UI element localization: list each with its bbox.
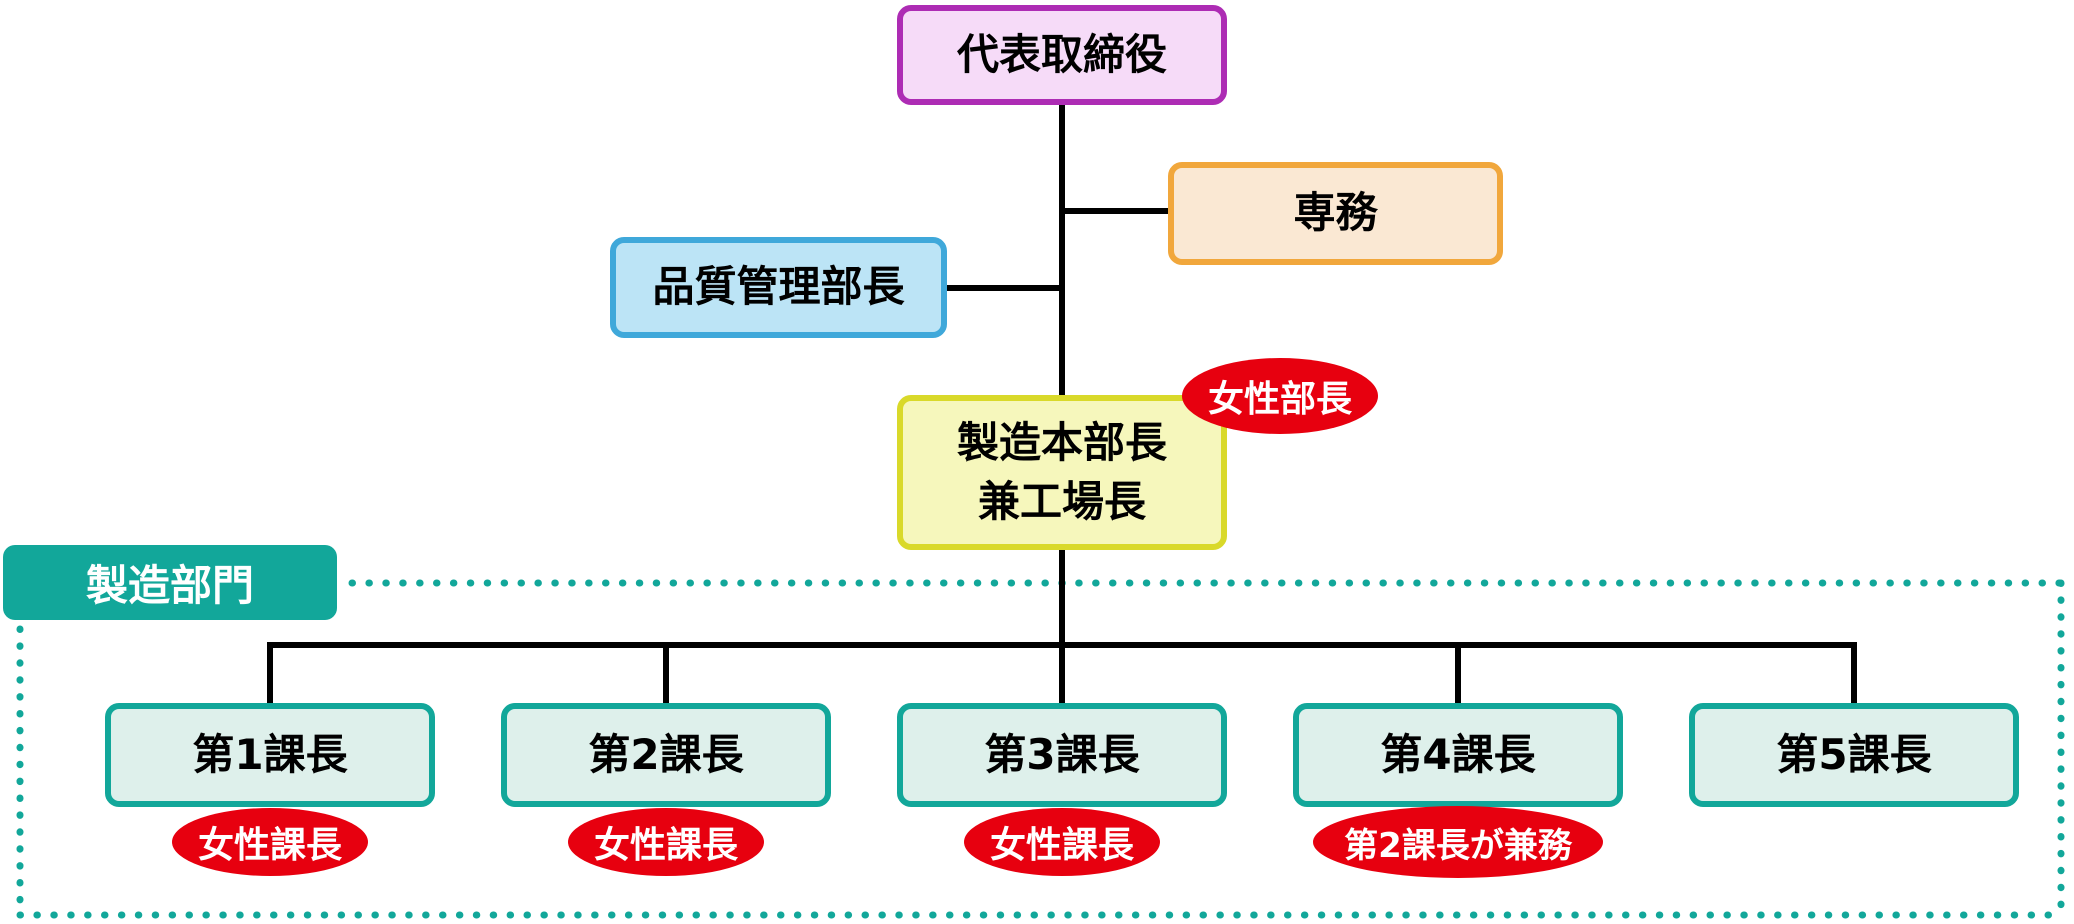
badge-female-kacho-2: 女性課長 [568, 808, 764, 876]
org-node-section-2: 第2課長 [501, 703, 831, 807]
org-node-section-4: 第4課長 [1293, 703, 1623, 807]
org-node-president: 代表取締役 [897, 5, 1227, 105]
org-node-factory-head: 製造本部長 兼工場長 [897, 395, 1227, 550]
org-node-executive: 専務 [1168, 162, 1503, 265]
org-node-section-3: 第3課長 [897, 703, 1227, 807]
org-node-section-5: 第5課長 [1689, 703, 2019, 807]
badge-concurrent-kacho-4: 第2課長が兼務 [1313, 806, 1603, 878]
org-node-section-1: 第1課長 [105, 703, 435, 807]
badge-female-kacho-3: 女性課長 [964, 808, 1160, 876]
badge-female-bucho: 女性部長 [1182, 358, 1378, 434]
badge-female-kacho-1: 女性課長 [172, 808, 368, 876]
org-node-quality-manager: 品質管理部長 [610, 237, 947, 338]
division-label-manufacturing: 製造部門 [3, 545, 337, 620]
